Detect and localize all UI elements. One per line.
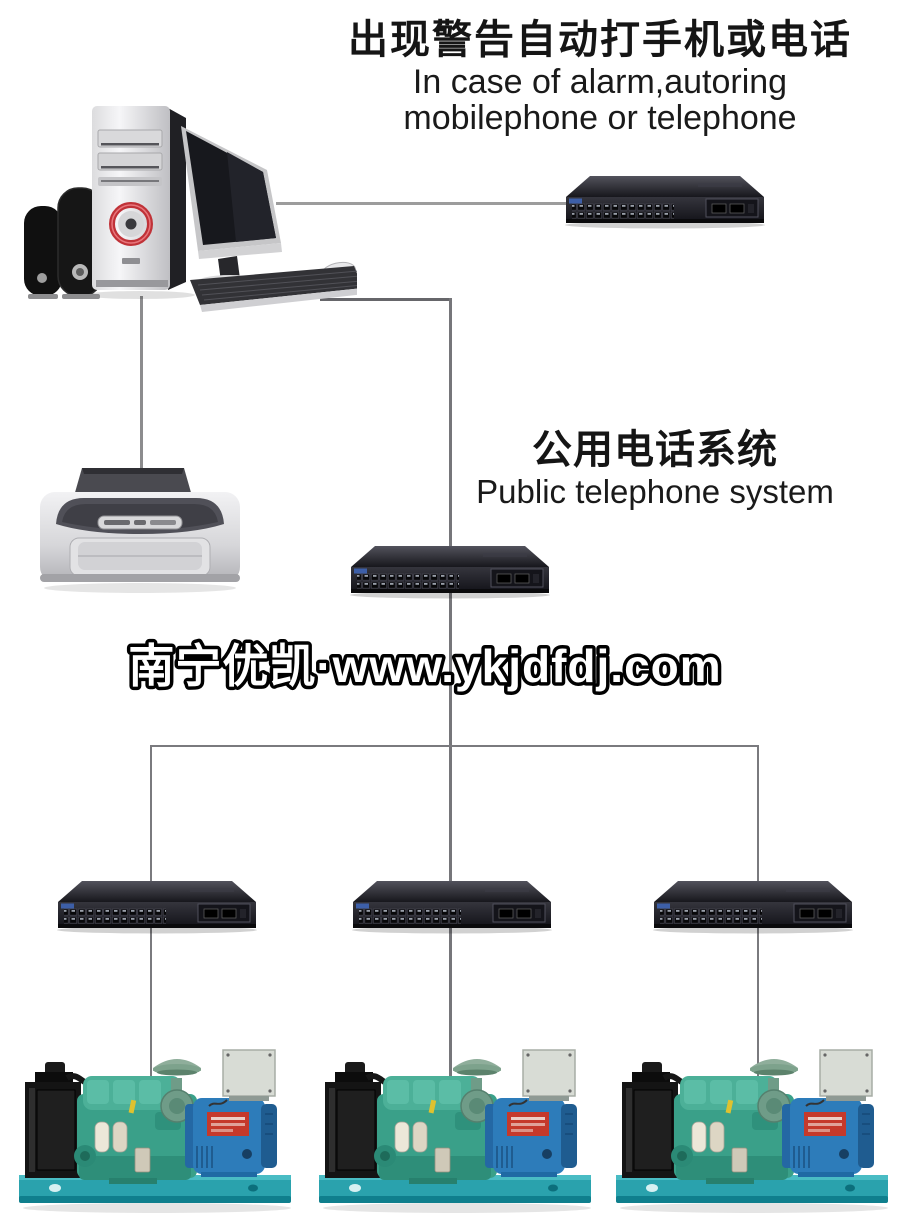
network-switch-middle-icon bbox=[345, 541, 555, 601]
network-switch-bottom-left-icon bbox=[52, 876, 262, 936]
diesel-generator-right-icon bbox=[612, 1038, 897, 1215]
diesel-generator-middle-icon bbox=[315, 1038, 600, 1215]
printer-icon bbox=[32, 462, 247, 594]
diesel-generator-left-icon bbox=[15, 1038, 300, 1215]
system-label-zh: 公用电话系统 bbox=[532, 428, 778, 472]
header-title-zh: 出现警告自动打手机或电话 bbox=[348, 18, 852, 62]
cable-bus-horizontal bbox=[150, 745, 759, 747]
cable-keyboard-horizontal bbox=[320, 298, 452, 301]
watermark-text: 南宁优凯·www.ykjdfdj.com bbox=[128, 640, 721, 692]
network-switch-bottom-middle-icon bbox=[347, 876, 557, 936]
cable-tower-to-printer bbox=[140, 296, 143, 470]
network-switch-top-icon bbox=[560, 171, 770, 231]
header-title-block: 出现警告自动打手机或电话 In case of alarm,autoring m… bbox=[250, 16, 900, 136]
system-label-en: Public telephone system bbox=[476, 473, 834, 510]
network-switch-bottom-right-icon bbox=[648, 876, 858, 936]
header-title-en-line1: In case of alarm,autoring bbox=[412, 63, 788, 101]
header-title-en-line2: mobilephone or telephone bbox=[403, 99, 797, 137]
cable-center-vertical bbox=[449, 298, 452, 1078]
cable-monitor-to-top-switch bbox=[276, 202, 572, 205]
system-label-block: 公用电话系统 Public telephone system bbox=[455, 426, 855, 510]
watermark: 南宁优凯·www.ykjdfdj.com bbox=[125, 637, 724, 696]
